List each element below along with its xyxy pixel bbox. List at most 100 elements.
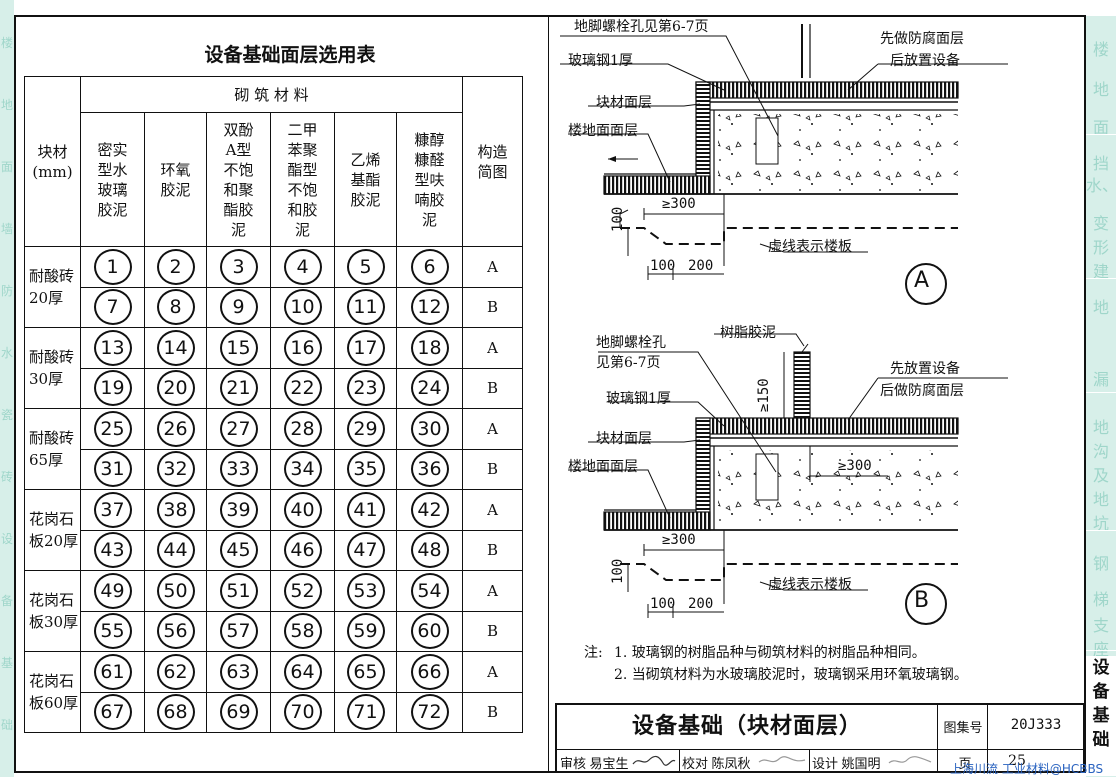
option-number: 6 xyxy=(410,248,449,285)
option-number: 16 xyxy=(283,329,322,366)
option-cell: 36 xyxy=(396,448,463,490)
block-material-label-line: 耐酸砖 xyxy=(29,267,75,285)
header-structure-diagram-line: 简图 xyxy=(477,162,508,181)
option-number: 29 xyxy=(346,410,385,447)
option-cell: 67 xyxy=(80,691,145,733)
header-material-col-line: 糠醛 xyxy=(414,150,445,169)
index-separator xyxy=(1086,278,1116,279)
option-cell: 63 xyxy=(206,651,271,693)
diagram-b-dim-300-inner: ≥300 xyxy=(838,458,872,474)
option-cell: 46 xyxy=(270,529,335,571)
block-material-label-line: 30厚 xyxy=(29,370,64,388)
option-cell: 5 xyxy=(334,246,397,288)
option-number: 52 xyxy=(283,572,322,609)
index-active-chapter[interactable]: 设备基础 xyxy=(1086,656,1116,776)
diagram-b-floor-layer-label: 楼地面面层 xyxy=(568,459,638,475)
option-number: 48 xyxy=(410,532,449,569)
index-char: 地 xyxy=(1092,80,1109,99)
index-char: 地 xyxy=(1092,298,1109,317)
active-chapter-char: 设 xyxy=(1092,658,1110,678)
option-number: 2 xyxy=(156,248,195,285)
option-number: 44 xyxy=(156,532,195,569)
diagram-a-block-layer-label: 块材面层 xyxy=(596,95,652,111)
diagram-b-block-layer-label: 块材面层 xyxy=(596,431,652,447)
option-cell: 59 xyxy=(334,610,397,652)
structure-type: A xyxy=(462,570,523,612)
diagram-a-mark: A xyxy=(914,268,930,293)
index-char: 坑 xyxy=(1092,514,1109,533)
option-number: 45 xyxy=(219,532,258,569)
option-cell: 8 xyxy=(144,286,207,328)
option-cell: 1 xyxy=(80,246,145,288)
option-cell: 30 xyxy=(396,408,463,450)
option-number: 67 xyxy=(93,694,132,731)
structure-type: B xyxy=(462,286,523,328)
option-cell: 37 xyxy=(80,489,145,531)
option-number: 24 xyxy=(410,370,449,407)
left-strip-char: 础 xyxy=(0,718,13,732)
diagram-a-dim-200: 200 xyxy=(688,258,714,274)
index-separator xyxy=(1086,392,1116,393)
designer-name: 姚国明 xyxy=(841,757,881,772)
option-number: 17 xyxy=(346,329,385,366)
option-cell: 64 xyxy=(270,651,335,693)
option-cell: 51 xyxy=(206,570,271,612)
option-number: 31 xyxy=(93,451,132,488)
reviewer-name: 易宝生 xyxy=(589,757,629,772)
block-material-label-line: 板30厚 xyxy=(29,613,79,631)
option-cell: 62 xyxy=(144,651,207,693)
option-cell: 57 xyxy=(206,610,271,652)
option-cell: 26 xyxy=(144,408,207,450)
diagram-a xyxy=(560,24,1008,305)
index-separator xyxy=(1086,530,1116,531)
option-cell: 9 xyxy=(206,286,271,328)
header-material-col-line: 泥 xyxy=(421,210,437,229)
option-number: 34 xyxy=(283,451,322,488)
option-cell: 34 xyxy=(270,448,335,490)
left-strip-char: 墙 xyxy=(0,222,13,236)
block-material-label-line: 耐酸砖 xyxy=(29,348,75,366)
option-cell: 39 xyxy=(206,489,271,531)
option-number: 32 xyxy=(156,451,195,488)
option-cell: 17 xyxy=(334,327,397,369)
option-number: 64 xyxy=(283,653,322,690)
option-number: 1 xyxy=(93,248,132,285)
title-block: 设备基础（块材面层） 图集号 20J333 审核 易宝生 校对 陈凤秋 设计 姚… xyxy=(555,703,1085,773)
block-material-label: 花岗石板60厚 xyxy=(24,651,81,733)
block-material-label-line: 板20厚 xyxy=(29,532,79,550)
option-number: 62 xyxy=(156,653,195,690)
option-number: 19 xyxy=(93,370,132,407)
left-strip-char: 设 xyxy=(0,532,13,546)
header-block-material-line: 块材 xyxy=(37,142,68,161)
header-material-col-line: 酯型 xyxy=(287,160,318,179)
option-cell: 6 xyxy=(396,246,463,288)
option-number: 22 xyxy=(283,370,322,407)
block-material-label-line: 65厚 xyxy=(29,451,64,469)
option-cell: 50 xyxy=(144,570,207,612)
header-material-col-line: 和胶 xyxy=(287,200,318,219)
header-material-col-line: 胶泥 xyxy=(160,180,191,199)
option-number: 43 xyxy=(93,532,132,569)
left-strip-char: 备 xyxy=(0,594,13,608)
option-cell: 65 xyxy=(334,651,397,693)
option-cell: 47 xyxy=(334,529,397,571)
option-number: 35 xyxy=(346,451,385,488)
header-block-material-line: (mm) xyxy=(32,162,73,181)
header-material-col-line: 环氧 xyxy=(160,160,191,179)
review-label: 审核 xyxy=(559,757,586,772)
option-number: 41 xyxy=(346,491,385,528)
option-cell: 61 xyxy=(80,651,145,693)
structure-type: B xyxy=(462,691,523,733)
option-cell: 53 xyxy=(334,570,397,612)
header-material-col: 二甲苯聚酯型不饱和胶泥 xyxy=(270,112,335,247)
diagram-b-resin-label: 树脂胶泥 xyxy=(720,325,776,341)
header-masonry-material: 砌 筑 材 料 xyxy=(80,76,463,113)
option-number: 51 xyxy=(219,572,258,609)
diagram-a-floor-layer-label: 楼地面面层 xyxy=(568,123,638,139)
index-char: 及 xyxy=(1092,466,1109,485)
index-char: 钢 xyxy=(1092,554,1109,573)
diagram-b-mark: B xyxy=(914,588,930,613)
